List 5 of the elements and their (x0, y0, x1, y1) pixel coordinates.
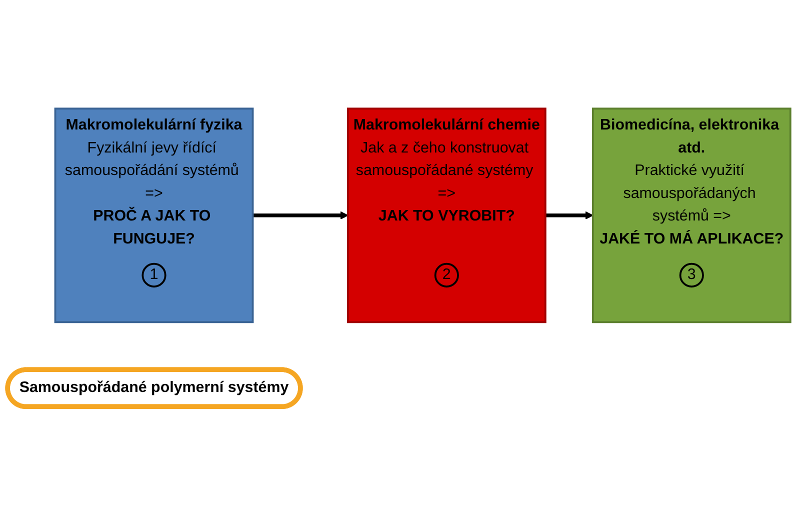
arrow (252, 211, 348, 220)
arrow (545, 211, 594, 220)
node-circle: 1 (142, 262, 166, 288)
node-circle: 3 (679, 262, 704, 288)
node-circle: 2 (434, 262, 459, 288)
